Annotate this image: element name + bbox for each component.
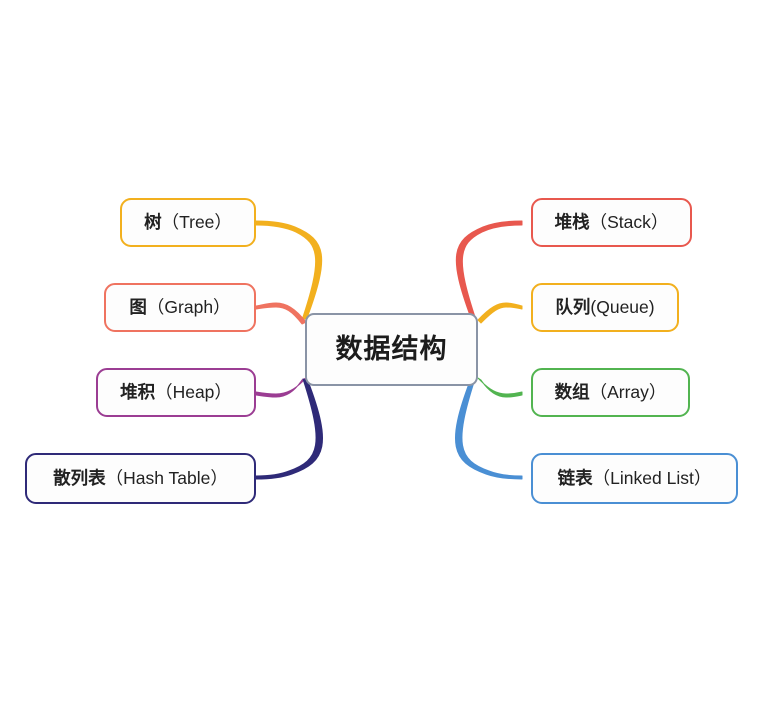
branch-node-stack-label-cn: 堆栈 [554, 211, 590, 232]
branch-node-tree[interactable]: 树（Tree） [120, 198, 256, 247]
branch-node-array-label-cn: 数组 [554, 381, 590, 402]
connector-linked-list [454, 378, 523, 480]
branch-node-hash-table-label-cn: 散列表 [53, 467, 106, 488]
branch-node-heap-label: 堆积（Heap） [120, 381, 232, 402]
central-topic-label: 数据结构 [335, 334, 448, 364]
connector-hash [255, 378, 324, 480]
branch-node-graph[interactable]: 图（Graph） [104, 283, 256, 332]
branch-node-hash-table-label: 散列表（Hash Table） [53, 467, 228, 488]
branch-node-stack[interactable]: 堆栈（Stack） [531, 198, 692, 247]
branch-node-array-label: 数组（Array） [554, 381, 667, 402]
connector-array [477, 377, 523, 398]
branch-node-queue-label: 队列(Queue) [555, 296, 655, 317]
branch-node-tree-label: 树（Tree） [144, 211, 232, 232]
connector-queue [477, 302, 523, 324]
branch-node-linked-list[interactable]: 链表（Linked List） [531, 453, 738, 504]
branch-node-queue-label-en: (Queue) [590, 296, 655, 317]
branch-node-stack-label-en: （Stack） [589, 211, 669, 232]
branch-node-tree-label-cn: 树 [144, 211, 162, 232]
central-topic[interactable]: 数据结构 [305, 313, 478, 386]
branch-node-linked-list-label-cn: 链表 [557, 467, 593, 488]
branch-node-queue[interactable]: 队列(Queue) [531, 283, 679, 332]
connector-tree [255, 220, 323, 321]
connector-stack [455, 220, 523, 321]
branch-node-graph-label: 图（Graph） [129, 296, 231, 317]
branch-node-array[interactable]: 数组（Array） [531, 368, 690, 417]
branch-node-graph-label-en: （Graph） [146, 296, 231, 317]
branch-node-heap[interactable]: 堆积（Heap） [96, 368, 256, 417]
branch-node-stack-label: 堆栈（Stack） [554, 211, 669, 232]
connector-heap [255, 377, 307, 398]
branch-node-heap-label-en: （Heap） [155, 381, 232, 402]
branch-node-queue-label-cn: 队列 [555, 296, 591, 317]
branch-node-hash-table-label-en: （Hash Table） [105, 467, 228, 488]
connector-graph [255, 302, 307, 325]
branch-node-linked-list-label-en: （Linked List） [592, 467, 712, 488]
branch-node-linked-list-label: 链表（Linked List） [557, 467, 712, 488]
branch-node-array-label-en: （Array） [589, 381, 667, 402]
branch-node-tree-label-en: （Tree） [161, 211, 232, 232]
branch-node-graph-label-cn: 图 [129, 296, 147, 317]
branch-node-heap-label-cn: 堆积 [120, 381, 156, 402]
branch-node-hash-table[interactable]: 散列表（Hash Table） [25, 453, 256, 504]
